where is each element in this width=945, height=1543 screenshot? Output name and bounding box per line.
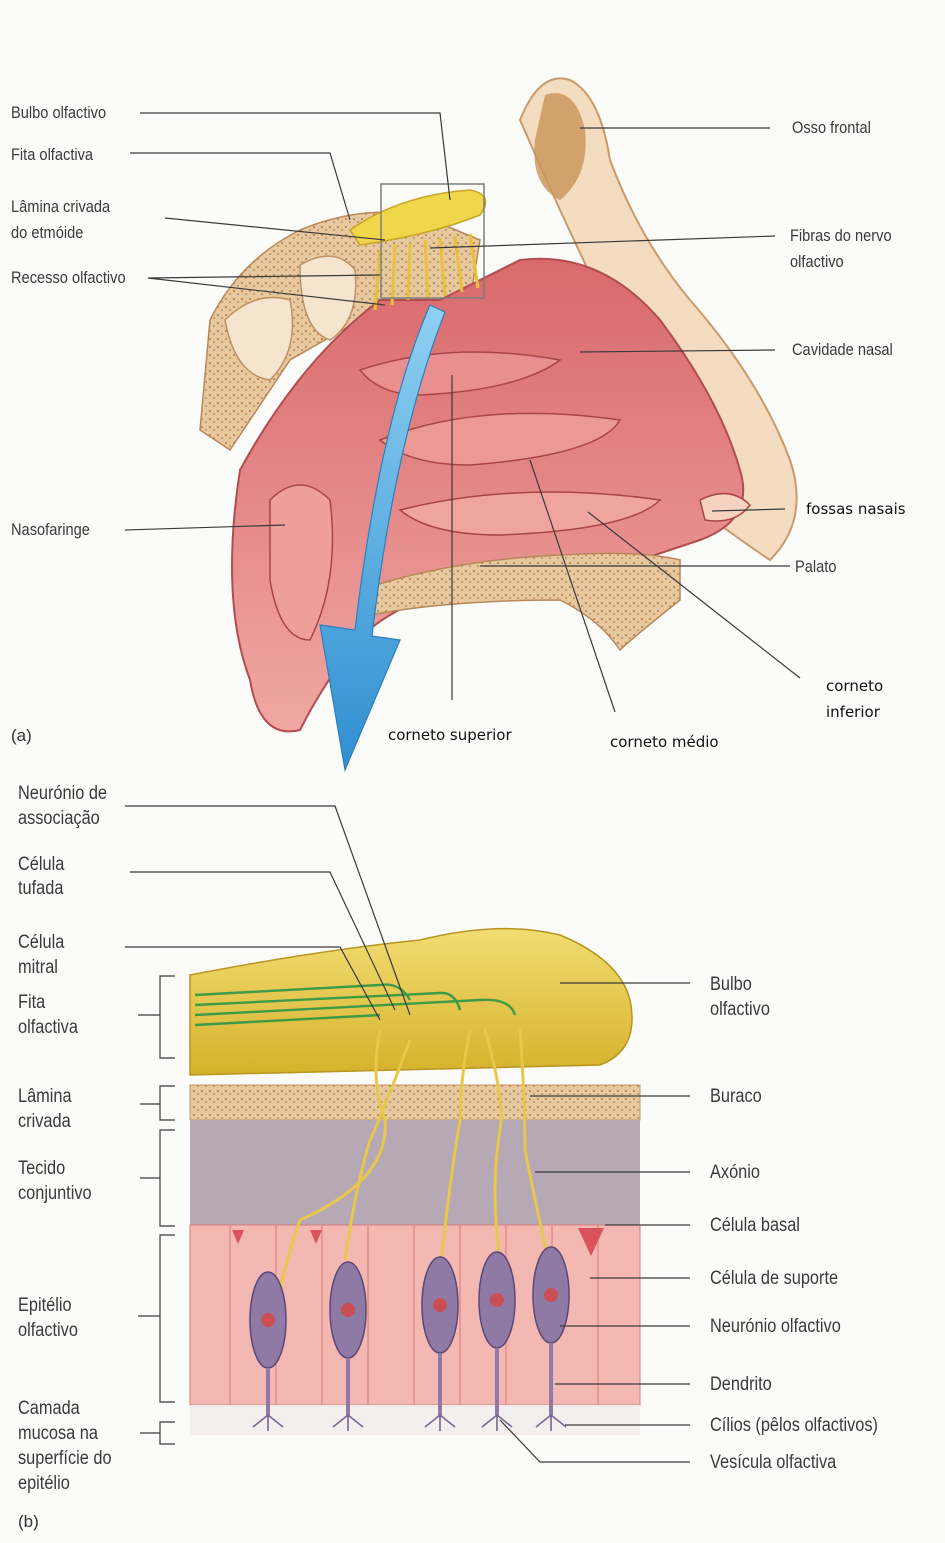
label-celula-suporte: Célula de suporte bbox=[710, 1266, 838, 1291]
label-neuronio-associacao-line1: Neurónio de bbox=[18, 781, 107, 806]
label-celula-mitral-line1: Célula bbox=[18, 930, 64, 955]
label-celula-mitral-line2: mitral bbox=[18, 955, 58, 980]
cribriform-plate bbox=[190, 1085, 640, 1120]
label-osso-frontal: Osso frontal bbox=[792, 116, 871, 140]
label-fita-line1: Fita bbox=[18, 990, 45, 1015]
label-bulbo-line1: Bulbo bbox=[710, 972, 752, 997]
label-axonio: Axónio bbox=[710, 1160, 760, 1185]
label-tecido-line2: conjuntivo bbox=[18, 1181, 92, 1206]
label-neuronio-olfactivo: Neurónio olfactivo bbox=[710, 1314, 841, 1339]
label-recesso-olfactivo: Recesso olfactivo bbox=[11, 266, 126, 290]
label-celula-basal: Célula basal bbox=[710, 1213, 800, 1238]
label-bulbo-line2: olfactivo bbox=[710, 997, 770, 1022]
label-cavidade-nasal: Cavidade nasal bbox=[792, 338, 893, 362]
panel-b-letter: (b) bbox=[18, 1512, 39, 1532]
mucus-layer bbox=[190, 1405, 640, 1435]
label-camada-line4: epitélio bbox=[18, 1471, 70, 1496]
label-fibras-line2: olfactivo bbox=[790, 250, 844, 274]
label-lamina-crivada-line2: do etmóide bbox=[11, 221, 83, 245]
label-corneto-medio: corneto médio bbox=[610, 730, 719, 754]
label-bulbo-olfactivo: Bulbo olfactivo bbox=[11, 101, 106, 125]
label-epitelio-line2: olfactivo bbox=[18, 1318, 78, 1343]
label-fita-line2: olfactiva bbox=[18, 1015, 78, 1040]
label-camada-line3: superfície do bbox=[18, 1446, 112, 1471]
label-fita-olfactiva: Fita olfactiva bbox=[11, 143, 93, 167]
panel-b-brackets bbox=[138, 976, 175, 1444]
label-lamina-crivada-line1: Lâmina crivada bbox=[11, 195, 110, 219]
label-fibras-line1: Fibras do nervo bbox=[790, 224, 892, 248]
label-buraco: Buraco bbox=[710, 1084, 762, 1109]
label-dendrito: Dendrito bbox=[710, 1372, 772, 1397]
panel-a-illustration bbox=[125, 78, 800, 770]
panel-b-illustration bbox=[125, 806, 690, 1462]
label-celula-tufada-line1: Célula bbox=[18, 852, 64, 877]
label-epitelio-line1: Epitélio bbox=[18, 1293, 72, 1318]
label-camada-line2: mucosa na bbox=[18, 1421, 98, 1446]
label-corneto-inferior-line2: inferior bbox=[826, 700, 880, 724]
label-lamina-line1: Lâmina bbox=[18, 1084, 72, 1109]
label-tecido-line1: Tecido bbox=[18, 1156, 65, 1181]
label-fossas-nasais: fossas nasais bbox=[806, 497, 906, 521]
label-lamina-line2: crivada bbox=[18, 1109, 71, 1134]
label-neuronio-associacao-line2: associação bbox=[18, 806, 100, 831]
label-corneto-inferior-line1: corneto bbox=[826, 674, 883, 698]
label-corneto-superior: corneto superior bbox=[388, 723, 512, 747]
label-celula-tufada-line2: tufada bbox=[18, 876, 63, 901]
label-camada-line1: Camada bbox=[18, 1396, 80, 1421]
label-palato: Palato bbox=[795, 555, 836, 579]
label-nasofaringe: Nasofaringe bbox=[11, 518, 90, 542]
panel-a-letter: (a) bbox=[11, 726, 32, 746]
label-cilios: Cílios (pêlos olfactivos) bbox=[710, 1413, 878, 1438]
label-vesicula: Vesícula olfactiva bbox=[710, 1450, 836, 1475]
